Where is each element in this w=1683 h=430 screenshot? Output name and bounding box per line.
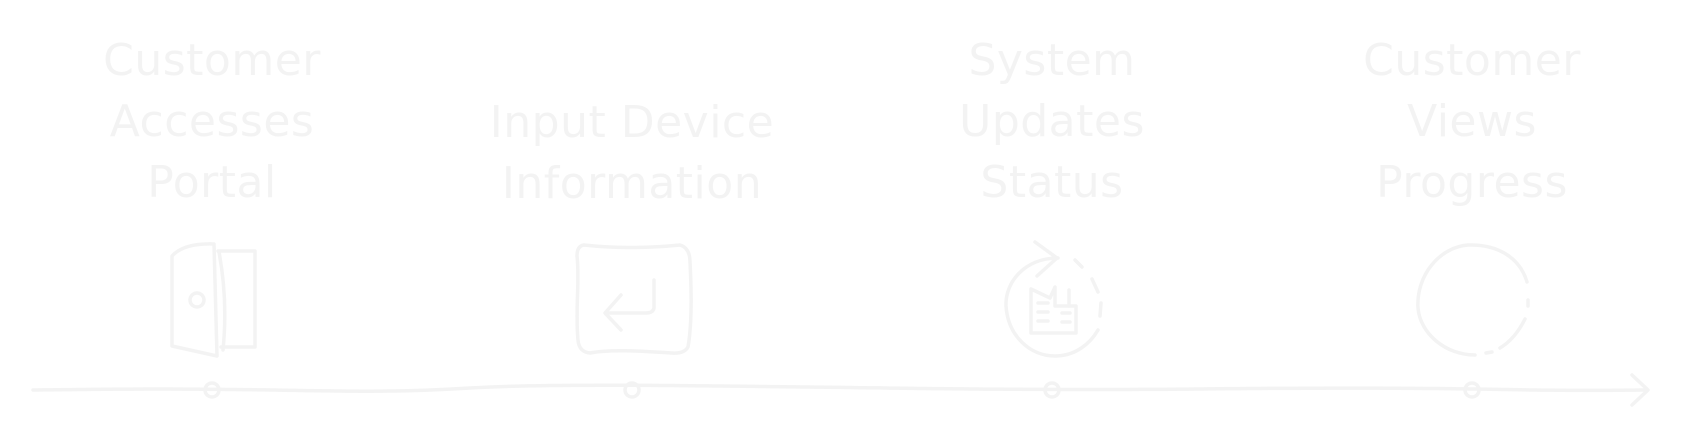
enter-key-icon: [575, 243, 693, 355]
door-open-icon: [170, 242, 257, 358]
milestone-marker-2: [623, 381, 641, 399]
step-4-title: Customer Views Progress: [1363, 35, 1581, 208]
factory-refresh-icon: [1004, 240, 1103, 358]
step-2-title: Input Device Information: [489, 97, 775, 209]
milestone-marker-1: [203, 381, 221, 399]
step-1-title: Customer Accesses Portal: [103, 35, 321, 208]
timeline-arrowhead: [1630, 373, 1650, 407]
step-3-title: System Updates Status: [959, 35, 1145, 208]
milestone-marker-4: [1463, 381, 1481, 399]
milestone-marker-3: [1043, 381, 1061, 399]
timeline-line: [31, 383, 1647, 393]
progress-circle-icon: [1416, 243, 1530, 357]
